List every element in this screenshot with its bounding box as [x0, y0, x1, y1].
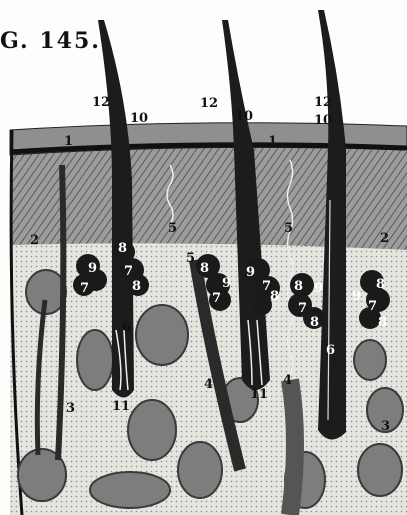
label-hair-left-12: 12 — [92, 95, 110, 110]
label-bulb-mid-11: 11 — [250, 387, 268, 402]
label-nerve-left-5: 5 — [168, 221, 177, 236]
label-hair-right-10: 10 — [314, 113, 332, 128]
label-muscle-4: 4 — [204, 377, 213, 392]
label-sweat-left-3: 3 — [66, 401, 75, 416]
label-gland-f-9: 9 — [352, 289, 361, 304]
label-hair-mid-10: 10 — [235, 109, 253, 124]
label-gland-b-7: 7 — [124, 264, 133, 279]
label-gland-e-8: 8 — [294, 279, 303, 294]
label-duct-right-2: 2 — [380, 231, 389, 246]
label-hair-left-10: 10 — [130, 111, 148, 126]
label-gland-f-8b: 8 — [378, 315, 387, 330]
label-gland-b-8: 8 — [132, 279, 141, 294]
figure-title: G. 145. — [0, 28, 101, 54]
label-root-right-6: 6 — [326, 343, 335, 358]
fat-lobule — [354, 340, 386, 380]
label-nerve-low-5: 5 — [186, 251, 195, 266]
label-gland-f-8: 8 — [376, 277, 385, 292]
label-nerve-mid-5: 5 — [284, 221, 293, 236]
label-gland-a-8: 8 — [118, 241, 127, 256]
fat-lobule — [178, 442, 222, 498]
label-hair-right-12: 12 — [314, 95, 332, 110]
label-gland-f-7: 7 — [368, 299, 377, 314]
fat-lobule — [358, 444, 402, 496]
erector-muscle-2 — [290, 380, 295, 515]
fat-lobule — [128, 400, 176, 460]
label-gland-a-7: 7 — [80, 281, 89, 296]
label-gland-c-8: 8 — [200, 261, 209, 276]
fat-lobule — [90, 472, 170, 508]
label-gland-e-9: 9 — [314, 281, 323, 296]
label-gland-e-8b: 8 — [310, 315, 319, 330]
label-gland-d-9: 9 — [246, 265, 255, 280]
label-root-left-6: 6 — [122, 320, 131, 335]
label-vessel-4: 4 — [283, 373, 292, 388]
label-epidermis-right-1: 1 — [268, 134, 277, 149]
label-gland-c-9: 9 — [222, 276, 231, 291]
fat-lobule — [136, 305, 188, 365]
fat-lobule — [77, 330, 113, 390]
label-gland-c-7: 7 — [212, 291, 221, 306]
label-gland-e-7: 7 — [298, 301, 307, 316]
label-gland-a-9: 9 — [88, 261, 97, 276]
label-sweat-right-3: 3 — [381, 419, 390, 434]
label-duct-left-2: 2 — [30, 233, 39, 248]
label-epidermis-left-1: 1 — [64, 134, 73, 149]
label-gland-d-8: 8 — [270, 289, 279, 304]
gland-lobe — [252, 295, 272, 315]
label-hair-mid-12: 12 — [200, 96, 218, 111]
dermis-band — [10, 147, 407, 250]
label-bulb-left-11: 11 — [112, 399, 130, 414]
